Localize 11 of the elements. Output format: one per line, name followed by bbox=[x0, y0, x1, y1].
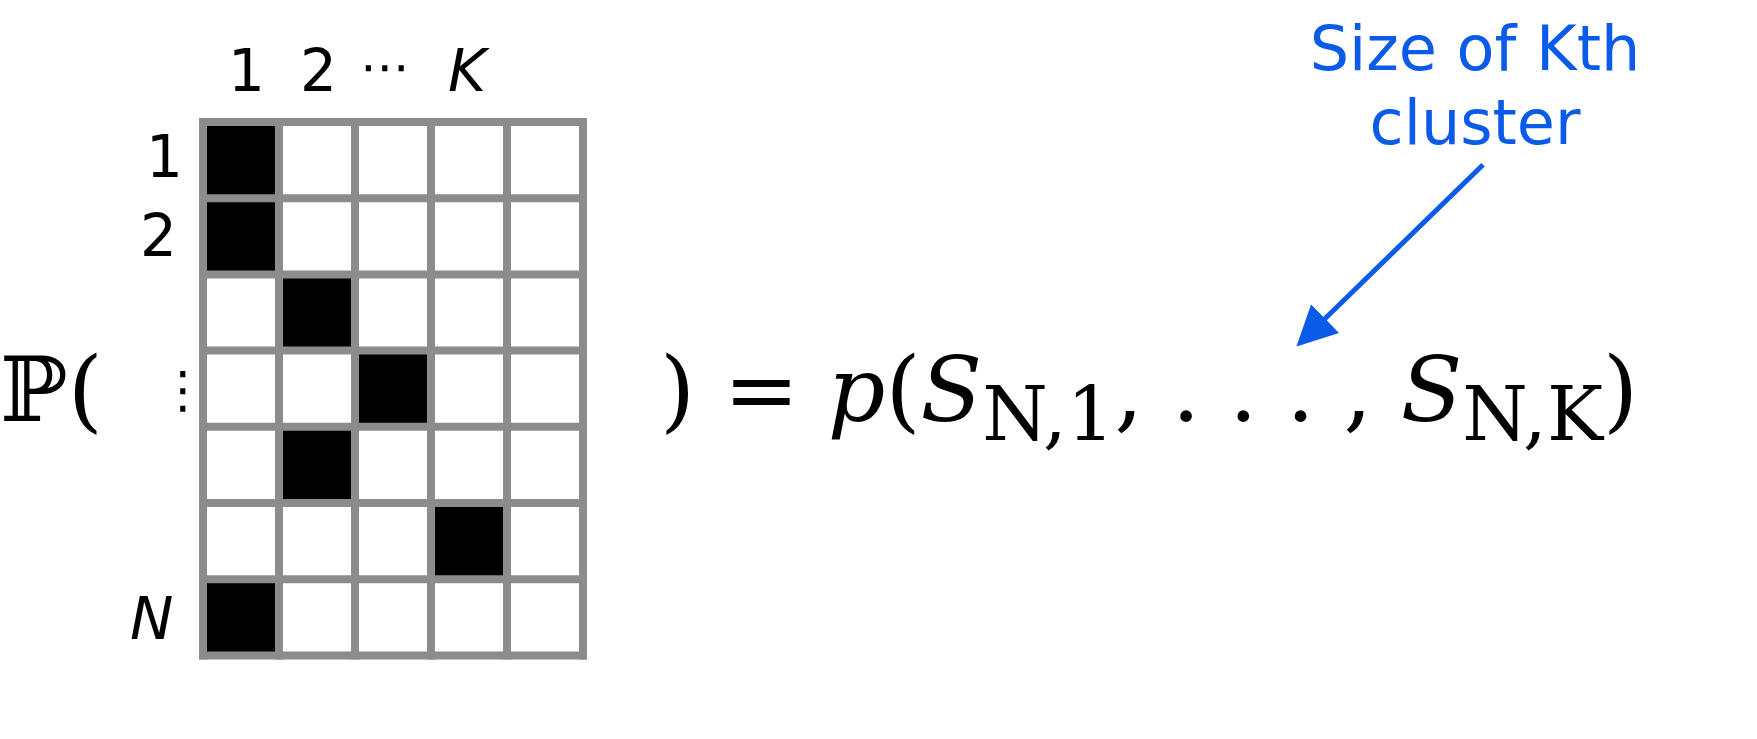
formula-text: ) = p(S$_{N,1}$, . . . , S$_{N,K}$) bbox=[660, 345, 1639, 452]
row-number: 2 bbox=[140, 207, 177, 265]
leader-line bbox=[1296, 163, 1485, 347]
column-number: 2 bbox=[300, 42, 337, 100]
row-ellipsis: ⋮ bbox=[158, 365, 208, 415]
column-ellipsis: ⋯ bbox=[360, 42, 410, 92]
row-number: 1 bbox=[146, 128, 183, 186]
callout-text: Size of Kth cluster bbox=[1200, 12, 1750, 161]
formula-text: ℙ( bbox=[0, 345, 103, 435]
column-number: 1 bbox=[228, 42, 265, 100]
row-number: N bbox=[130, 590, 174, 648]
